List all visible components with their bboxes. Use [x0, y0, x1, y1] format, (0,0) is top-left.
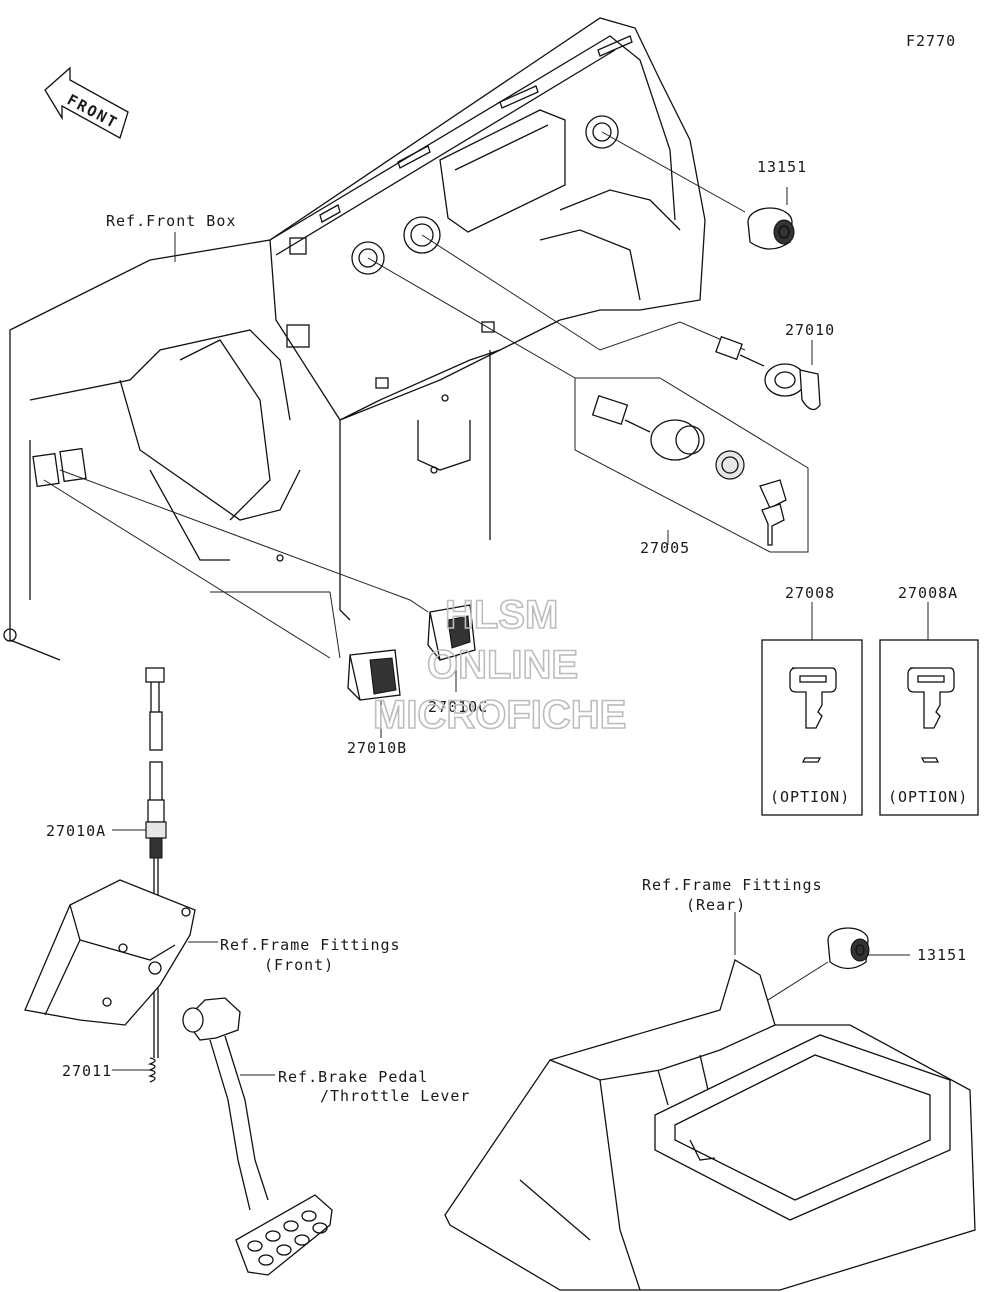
- label-27010: 27010: [785, 321, 835, 339]
- watermark-line2: ONLINE: [427, 643, 578, 687]
- label-27010a: 27010A: [46, 822, 106, 840]
- power-socket-13151-top: [747, 207, 795, 250]
- label-13151-rear: 13151: [917, 946, 967, 964]
- power-socket-13151-rear: [827, 927, 870, 970]
- option-text-2: (OPTION): [888, 788, 968, 806]
- label-27005: 27005: [640, 539, 690, 557]
- key-option-box-27008: [761, 639, 863, 816]
- ignition-switch-27005: [591, 395, 787, 546]
- label-ref-frame-front-2: (Front): [264, 956, 334, 974]
- figure-code: F2770: [906, 32, 956, 50]
- label-ref-brake-2: /Throttle Lever: [320, 1087, 470, 1105]
- rocker-switch-27010b: [347, 649, 401, 701]
- label-27010c: 27010C: [428, 698, 488, 716]
- label-ref-brake-1: Ref.Brake Pedal: [278, 1068, 428, 1086]
- watermark-line1: HLSM: [445, 593, 558, 637]
- label-ref-frame-front-1: Ref.Frame Fittings: [220, 936, 401, 954]
- pedal-pad-holes: [247, 1210, 328, 1266]
- label-13151-top: 13151: [757, 158, 807, 176]
- front-arrow-icon: FRONT: [44, 66, 129, 139]
- brake-pedal: [182, 997, 333, 1276]
- leader-lines: [43, 131, 929, 1076]
- label-ref-frame-rear-2: (Rear): [686, 896, 746, 914]
- brake-switch-27010a: [145, 667, 167, 1058]
- spring-27011: [147, 1057, 156, 1083]
- key-option-box-27008a: [879, 639, 979, 816]
- switch-27010: [715, 335, 821, 411]
- option-text-1: (OPTION): [770, 788, 850, 806]
- rocker-switch-27010c: [427, 604, 476, 661]
- watermark-line3: MICROFICHE: [373, 693, 626, 737]
- watermark: HLSM ONLINE MICROFICHE: [372, 592, 627, 738]
- label-27010b: 27010B: [347, 739, 407, 757]
- label-27008a: 27008A: [898, 584, 958, 602]
- frame-fitting-front: [24, 879, 196, 1026]
- label-27011: 27011: [62, 1062, 112, 1080]
- frame-fitting-rear: [444, 959, 976, 1291]
- label-ref-front-box: Ref.Front Box: [106, 212, 236, 230]
- label-27008: 27008: [785, 584, 835, 602]
- label-ref-frame-rear-1: Ref.Frame Fittings: [642, 876, 823, 894]
